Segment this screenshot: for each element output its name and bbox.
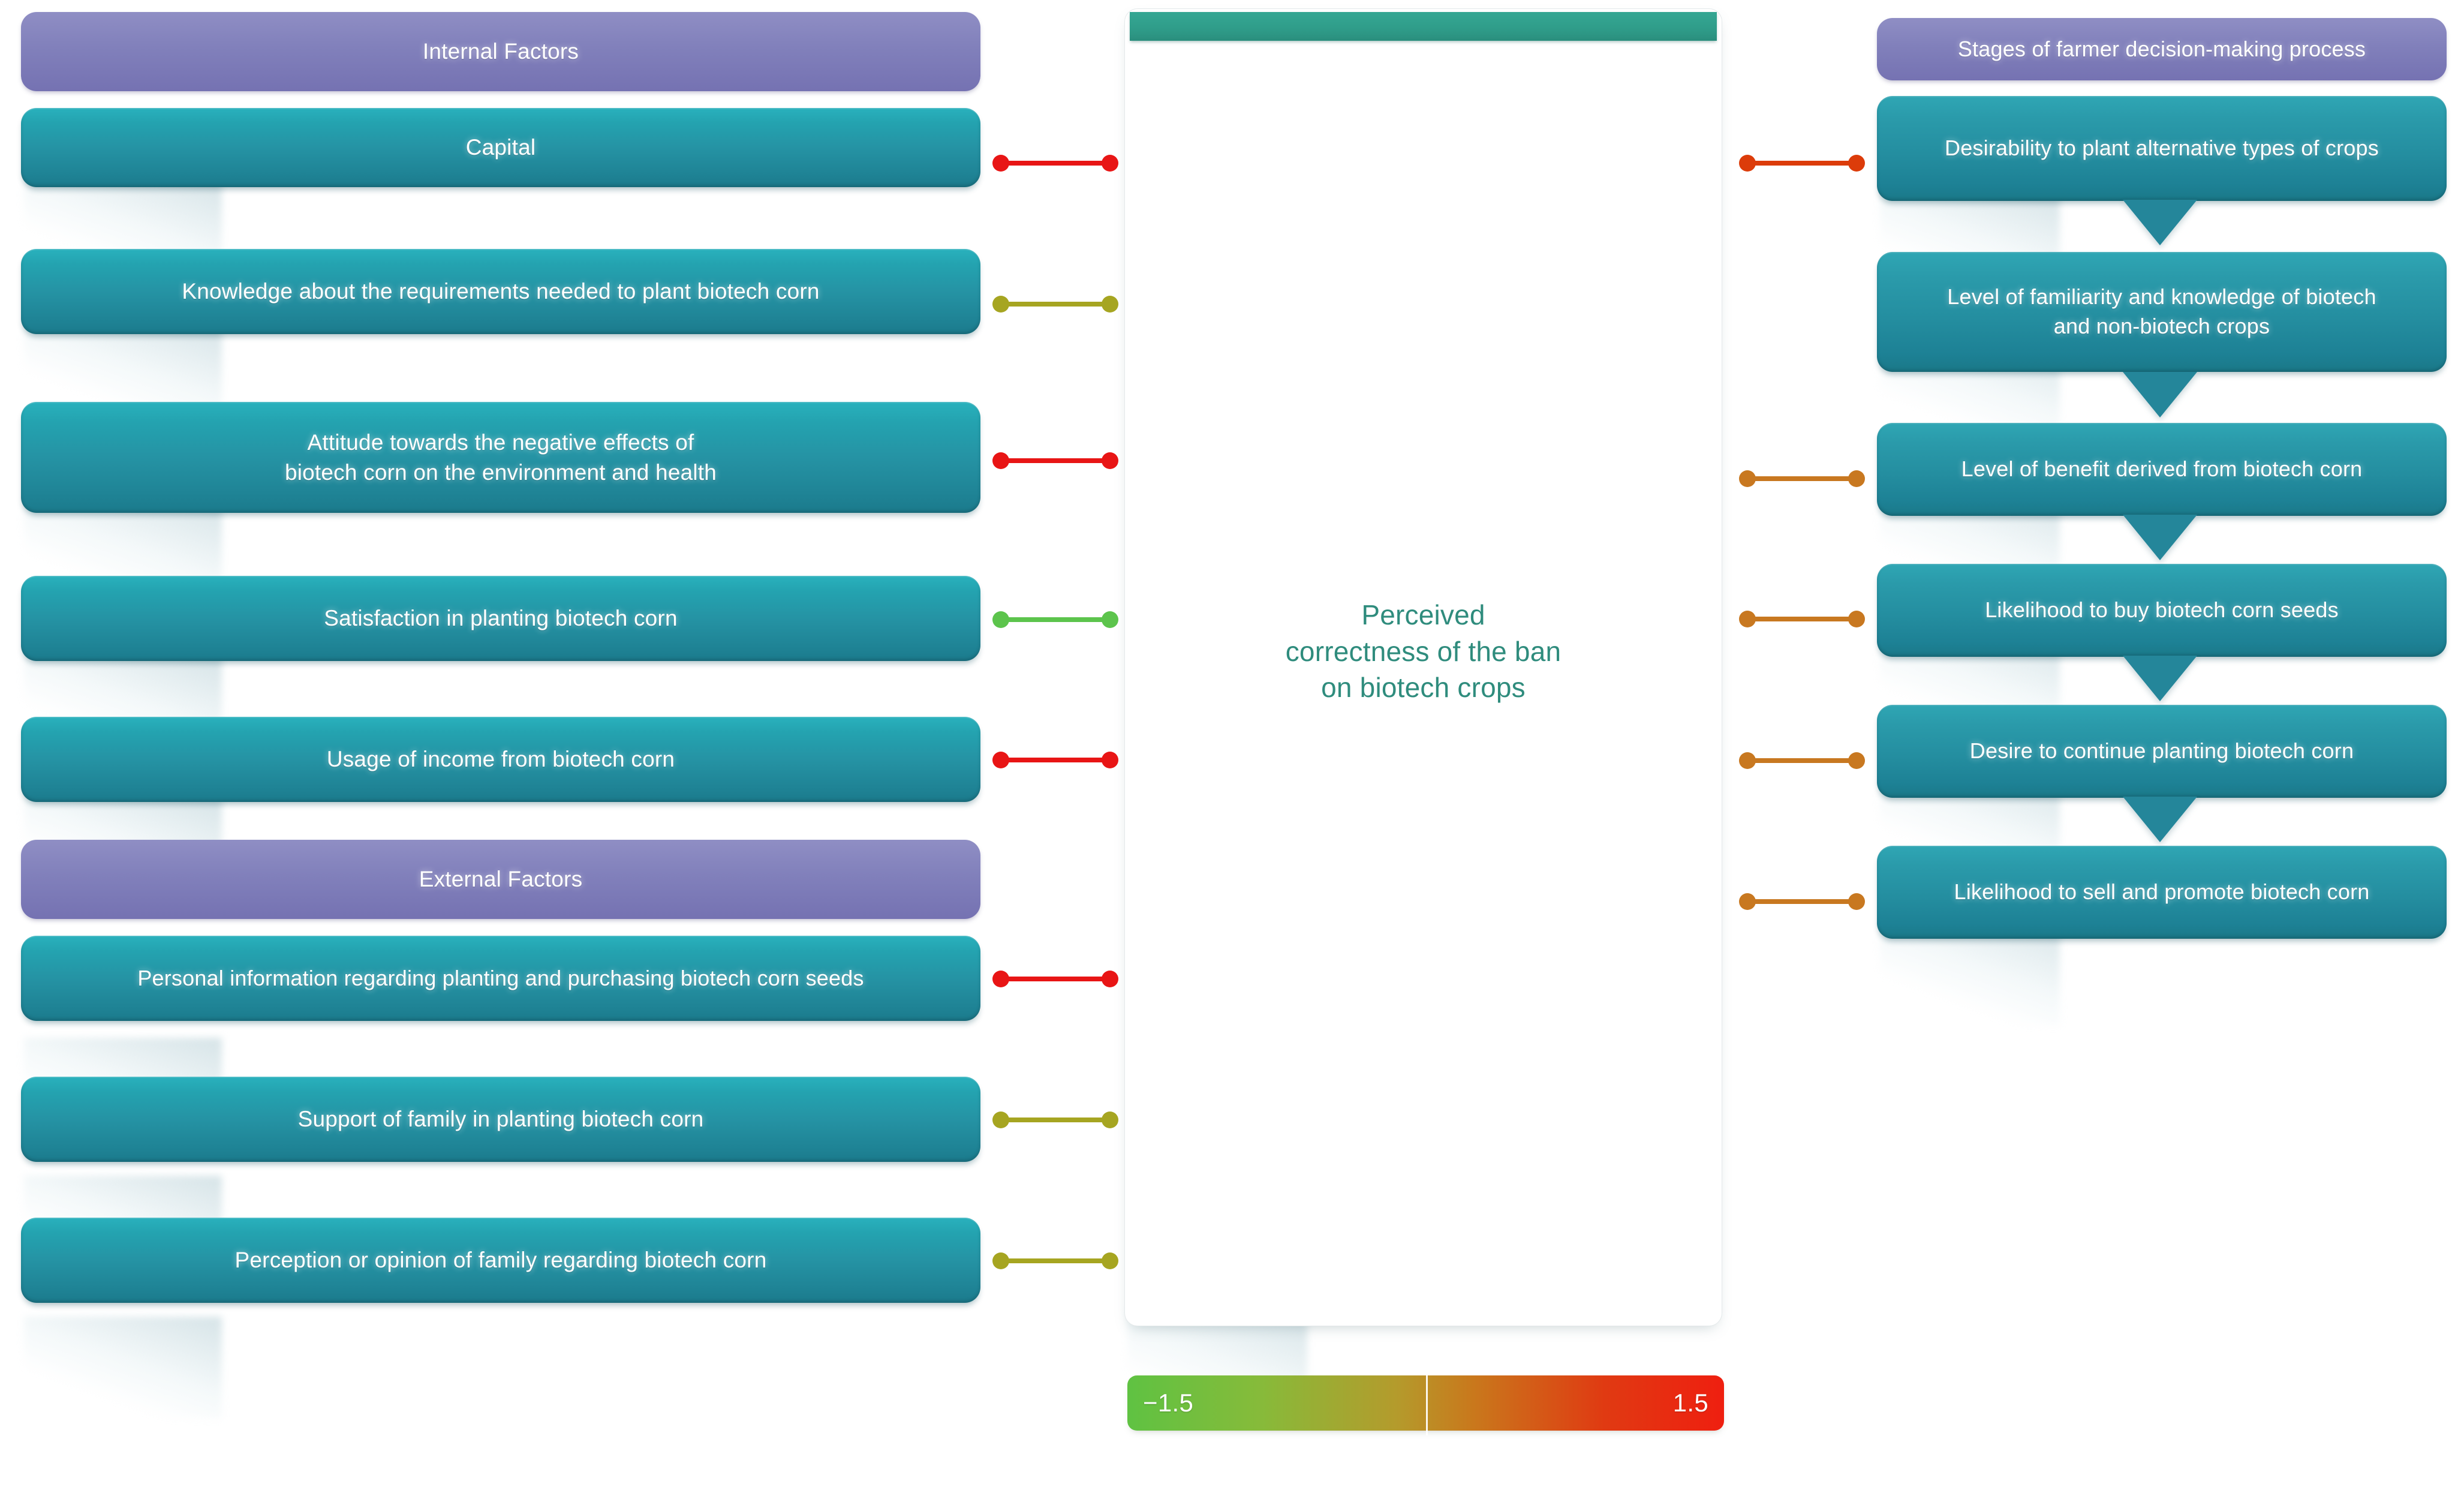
flow-arrow-1-icon — [2123, 200, 2197, 245]
connector-dot-left — [992, 752, 1009, 768]
left-item-knowledge-requirements: Knowledge about the requirements needed … — [21, 249, 980, 334]
left-item-usage-of-income: Usage of income from biotech corn — [21, 717, 980, 802]
center-title-line-2: correctness of the ban — [1285, 635, 1562, 667]
connector-dot-left — [1739, 470, 1756, 487]
color-legend-midpoint-tick — [1425, 1371, 1428, 1435]
right-item-desire-to-continue-label: Desire to continue planting biotech corn — [1969, 738, 2354, 764]
right-item-likelihood-to-buy: Likelihood to buy biotech corn seeds — [1877, 564, 2447, 657]
connector-dot-left — [992, 452, 1009, 469]
flow-arrow-5-icon — [2123, 797, 2197, 842]
color-legend-min-label: −1.5 — [1143, 1389, 1194, 1417]
connector-line — [1744, 161, 1860, 166]
connector-dot-left — [992, 155, 1009, 172]
connector-dot-right — [1102, 1252, 1118, 1269]
line-1: Attitude towards the negative effects of — [307, 429, 694, 455]
flow-arrow-3-icon — [2123, 515, 2197, 560]
connector-line — [998, 977, 1113, 981]
right-group-header-stages-label: Stages of farmer decision-making process — [1957, 36, 2366, 61]
center-construct-title: Perceived correctness of the ban on biot… — [1125, 597, 1722, 706]
connector-line — [998, 758, 1113, 762]
right-item-likelihood-to-buy-label: Likelihood to buy biotech corn seeds — [1985, 597, 2339, 623]
right-item-level-of-benefit: Level of benefit derived from biotech co… — [1877, 423, 2447, 516]
right-item-level-of-familiarity: Level of familiarity and knowledge of bi… — [1877, 252, 2447, 372]
color-legend: −1.5 1.5 — [1127, 1371, 1724, 1435]
left-item-satisfaction-planting-label: Satisfaction in planting biotech corn — [324, 606, 678, 631]
connector-dot-right — [1102, 155, 1118, 172]
connector-dot-left — [992, 1112, 1009, 1128]
center-title-line-3: on biotech crops — [1321, 672, 1526, 704]
right-item-likelihood-to-sell: Likelihood to sell and promote biotech c… — [1877, 846, 2447, 939]
connector-line — [998, 1258, 1113, 1263]
connector-dot-right — [1102, 611, 1118, 628]
connector-line — [1744, 758, 1860, 763]
connector-line — [998, 458, 1113, 463]
right-item-level-of-familiarity-label: Level of familiarity and knowledge of bi… — [1890, 283, 2433, 341]
connector-line — [1744, 476, 1860, 481]
right-item-desire-to-continue: Desire to continue planting biotech corn — [1877, 705, 2447, 798]
left-item-capital-label: Capital — [465, 135, 536, 160]
flow-arrow-2-icon — [2123, 372, 2197, 417]
left-group-header-internal-label: Internal Factors — [422, 39, 579, 64]
node-shadow — [24, 1317, 222, 1419]
right-item-desirability-label: Desirability to plant alternative types … — [1945, 136, 2379, 161]
connector-dot-left — [992, 296, 1009, 313]
connector-dot-left — [1739, 893, 1756, 910]
left-item-attitude-negative-effects: Attitude towards the negative effects of… — [21, 402, 980, 513]
connector-dot-left — [1739, 155, 1756, 172]
connector-line — [998, 302, 1113, 307]
right-item-level-of-benefit-label: Level of benefit derived from biotech co… — [1961, 456, 2363, 482]
flow-arrow-4-icon — [2123, 656, 2197, 701]
connector-dot-right — [1848, 470, 1865, 487]
line-1: Level of familiarity and knowledge of bi… — [1947, 284, 2376, 310]
connector-dot-right — [1848, 893, 1865, 910]
left-item-perception-of-family: Perception or opinion of family regardin… — [21, 1218, 980, 1303]
left-item-satisfaction-planting: Satisfaction in planting biotech corn — [21, 576, 980, 661]
left-item-perception-of-family-label: Perception or opinion of family regardin… — [234, 1248, 767, 1273]
left-item-attitude-negative-effects-label: Attitude towards the negative effects of… — [41, 428, 960, 488]
connector-line — [998, 1118, 1113, 1122]
line-2: and non-biotech crops — [2053, 314, 2270, 338]
left-item-capital: Capital — [21, 108, 980, 187]
left-item-knowledge-requirements-label: Knowledge about the requirements needed … — [182, 279, 820, 304]
center-construct-card: Perceived correctness of the ban on biot… — [1124, 8, 1722, 1326]
left-item-support-of-family: Support of family in planting biotech co… — [21, 1077, 980, 1162]
connector-dot-left — [1739, 611, 1756, 627]
center-card-topbar — [1130, 12, 1717, 41]
connector-line — [998, 161, 1113, 166]
right-item-likelihood-to-sell-label: Likelihood to sell and promote biotech c… — [1954, 879, 2370, 905]
connector-dot-right — [1102, 1112, 1118, 1128]
connector-dot-left — [992, 971, 1009, 987]
right-item-desirability-alternative-crops: Desirability to plant alternative types … — [1877, 96, 2447, 201]
left-group-header-external: External Factors — [21, 840, 980, 919]
connector-dot-right — [1102, 971, 1118, 987]
line-2: biotech corn on the environment and heal… — [284, 459, 717, 485]
connector-dot-right — [1102, 752, 1118, 768]
left-group-header-external-label: External Factors — [419, 867, 583, 892]
left-item-support-of-family-label: Support of family in planting biotech co… — [297, 1107, 704, 1132]
connector-dot-right — [1848, 752, 1865, 769]
connector-dot-right — [1848, 611, 1865, 627]
left-item-personal-information: Personal information regarding planting … — [21, 936, 980, 1021]
left-group-header-internal: Internal Factors — [21, 12, 980, 91]
connector-dot-left — [992, 1252, 1009, 1269]
connector-line — [998, 617, 1113, 622]
connector-line — [1744, 617, 1860, 621]
center-title-line-1: Perceived — [1361, 599, 1485, 630]
connector-dot-left — [1739, 752, 1756, 769]
right-group-header-stages: Stages of farmer decision-making process — [1877, 18, 2447, 80]
color-legend-max-label: 1.5 — [1672, 1389, 1708, 1417]
connector-line — [1744, 899, 1860, 904]
left-item-usage-of-income-label: Usage of income from biotech corn — [326, 747, 675, 772]
connector-dot-right — [1102, 296, 1118, 313]
connector-dot-right — [1102, 452, 1118, 469]
connector-dot-left — [992, 611, 1009, 628]
left-item-personal-information-label: Personal information regarding planting … — [137, 965, 864, 990]
connector-dot-right — [1848, 155, 1865, 172]
